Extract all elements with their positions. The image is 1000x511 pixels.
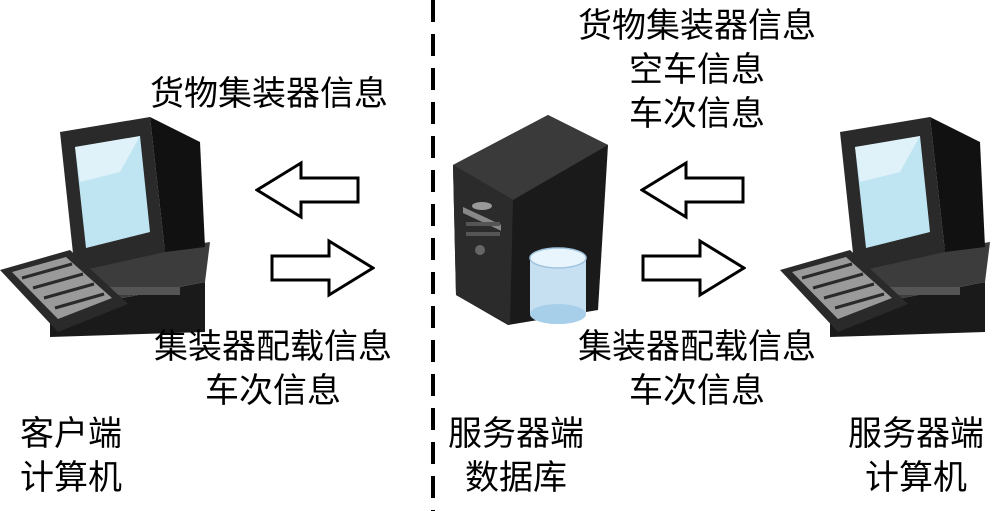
server-receive-line-2: 车次信息 xyxy=(629,371,765,411)
dashed-divider xyxy=(431,0,435,511)
server-receive-label: 集装器配载信息 车次信息 xyxy=(578,325,816,413)
right-arrow-icon xyxy=(641,238,746,298)
server-send-line-1: 货物集装器信息 xyxy=(578,6,816,46)
server-receive-line-1: 集装器配载信息 xyxy=(578,327,816,367)
client-label-line-2: 计算机 xyxy=(20,458,122,498)
client-computer-icon xyxy=(0,117,210,337)
server-send-label: 货物集装器信息 空车信息 车次信息 xyxy=(578,4,816,136)
database-label-line-2: 数据库 xyxy=(465,458,567,498)
client-receive-label: 集装器配载信息 车次信息 xyxy=(154,325,392,413)
server-label-line-1: 服务器端 xyxy=(848,414,984,454)
left-arrow-icon xyxy=(255,160,360,220)
database-label-line-1: 服务器端 xyxy=(448,414,584,454)
server-computer-icon xyxy=(780,117,990,337)
client-receive-line-1: 集装器配载信息 xyxy=(154,327,392,367)
right-arrow-icon xyxy=(270,238,375,298)
client-computer-label: 客户端 计算机 xyxy=(20,412,122,500)
database-label: 服务器端 数据库 xyxy=(448,412,584,500)
client-send-line-1: 货物集装器信息 xyxy=(150,74,388,114)
client-label-line-1: 客户端 xyxy=(20,414,122,454)
server-computer-label: 服务器端 计算机 xyxy=(848,412,984,500)
server-send-line-3: 车次信息 xyxy=(629,94,765,134)
server-send-line-2: 空车信息 xyxy=(629,50,765,90)
database-icon xyxy=(529,247,587,324)
server-label-line-2: 计算机 xyxy=(865,458,967,498)
client-send-label: 货物集装器信息 xyxy=(150,72,388,116)
left-arrow-icon xyxy=(640,160,745,220)
client-receive-line-2: 车次信息 xyxy=(205,371,341,411)
